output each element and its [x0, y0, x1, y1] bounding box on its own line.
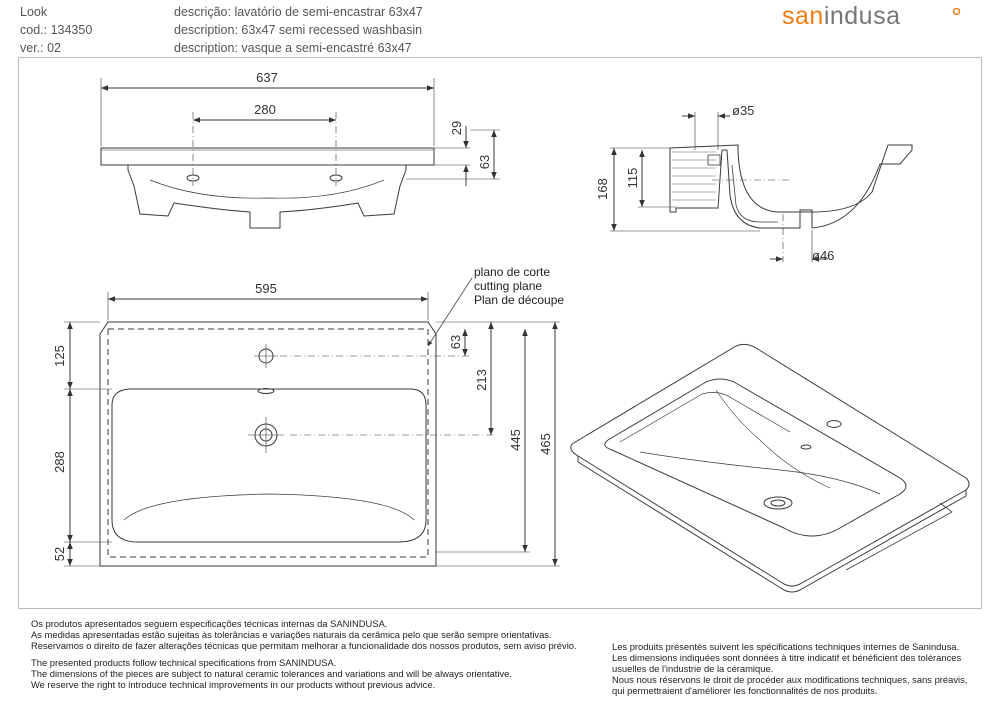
dim-text-46: ø46 — [812, 248, 834, 263]
dim-text-29: 29 — [449, 121, 464, 135]
note-fr-1: Les produits présentés suivent les spéci… — [612, 641, 960, 652]
plan-bowl-front-curve — [123, 493, 415, 521]
front-rim-outline — [100, 147, 435, 166]
isometric-view — [570, 343, 970, 593]
iso-rim-outline — [570, 343, 970, 587]
notes-left: Os produtos apresentados seguem especifi… — [31, 618, 577, 691]
note-fr-2: Les dimensions indiquées sont données à … — [612, 652, 962, 664]
logo-part-indusa: indusa — [823, 2, 901, 30]
iso-overflow — [800, 444, 812, 450]
iso-underside — [845, 502, 953, 571]
front-elevation — [100, 78, 500, 229]
note-pt-1: Os produtos apresentados seguem especifi… — [31, 618, 388, 629]
iso-bowl-inner — [619, 392, 881, 495]
description-en: description: 63x47 semi recessed washbas… — [174, 23, 423, 37]
dim-text-35: ø35 — [732, 103, 754, 118]
iso-base-edge — [577, 456, 967, 593]
iso-drain-outer — [763, 496, 793, 510]
note-en-3: We reserve the right to introduce techni… — [31, 679, 436, 691]
plan-outline — [99, 321, 437, 567]
plan-bowl-outline — [111, 388, 427, 543]
note-pt-2: As medidas apresentadas estão sujeitas à… — [31, 629, 552, 641]
cutting-plane-leader — [427, 277, 473, 347]
description-fr: description: vasque a semi-encastré 63x4… — [174, 41, 412, 55]
dim-text-213: 213 — [474, 369, 489, 391]
side-overflow-duct — [731, 164, 778, 223]
plan-overflow — [257, 388, 275, 394]
dim-text-125: 125 — [52, 345, 67, 367]
iso-bowl-slope — [715, 389, 831, 489]
iso-taphole — [826, 420, 842, 428]
logo-part-san: san — [782, 2, 824, 30]
logo-mark-icon — [952, 8, 961, 15]
note-fr-5: qui permettraient d'améliorer les foncti… — [612, 685, 878, 697]
note-en-1: The presented products follow technical … — [31, 657, 337, 669]
dim-text-465: 465 — [538, 433, 553, 455]
product-name: Look — [20, 5, 48, 19]
front-bowl-inner — [149, 179, 385, 199]
dim-text-63-plan: 63 — [448, 335, 463, 349]
cutting-plane-label-en: cutting plane — [474, 279, 542, 293]
side-overflow-hole — [707, 154, 721, 166]
dim-text-445: 445 — [508, 429, 523, 451]
notes-right: Les produits présentés suivent les spéci… — [612, 641, 967, 696]
note-fr-3: usuelles de l'industrie de la céramique. — [612, 663, 774, 675]
cutting-plane-label-fr: Plan de découpe — [474, 293, 564, 307]
side-hatching — [672, 151, 716, 201]
plan-view — [64, 277, 560, 567]
drawing-frame — [18, 57, 982, 609]
note-pt-3: Reservamos o direito de fazer alterações… — [31, 640, 577, 652]
iso-drain-inner — [770, 499, 786, 507]
dim-text-52: 52 — [52, 547, 67, 561]
dim-text-595: 595 — [255, 281, 277, 296]
sanindusa-logo: sanindusa — [782, 2, 900, 31]
product-code: cod.: 134350 — [20, 23, 93, 37]
plan-cutting-plane — [107, 328, 429, 558]
front-bowl-outline — [127, 165, 407, 229]
cutting-plane-label-pt: plano de corte — [474, 265, 550, 279]
dim-text-168: 168 — [595, 178, 610, 200]
side-section-outline — [669, 144, 913, 229]
dim-text-637: 637 — [256, 70, 278, 85]
note-en-2: The dimensions of the pieces are subject… — [31, 668, 512, 680]
iso-bowl-outline — [604, 378, 907, 537]
product-version: ver.: 02 — [20, 41, 61, 55]
note-fr-4: Nous nous réservons le droit de procéder… — [612, 674, 968, 686]
dim-text-280: 280 — [254, 102, 276, 117]
dim-text-63-front: 63 — [477, 155, 492, 169]
dim-text-288: 288 — [52, 451, 67, 473]
side-section — [610, 112, 913, 262]
dim-text-115: 115 — [625, 168, 640, 189]
description-pt: descrição: lavatório de semi-encastrar 6… — [174, 5, 423, 19]
